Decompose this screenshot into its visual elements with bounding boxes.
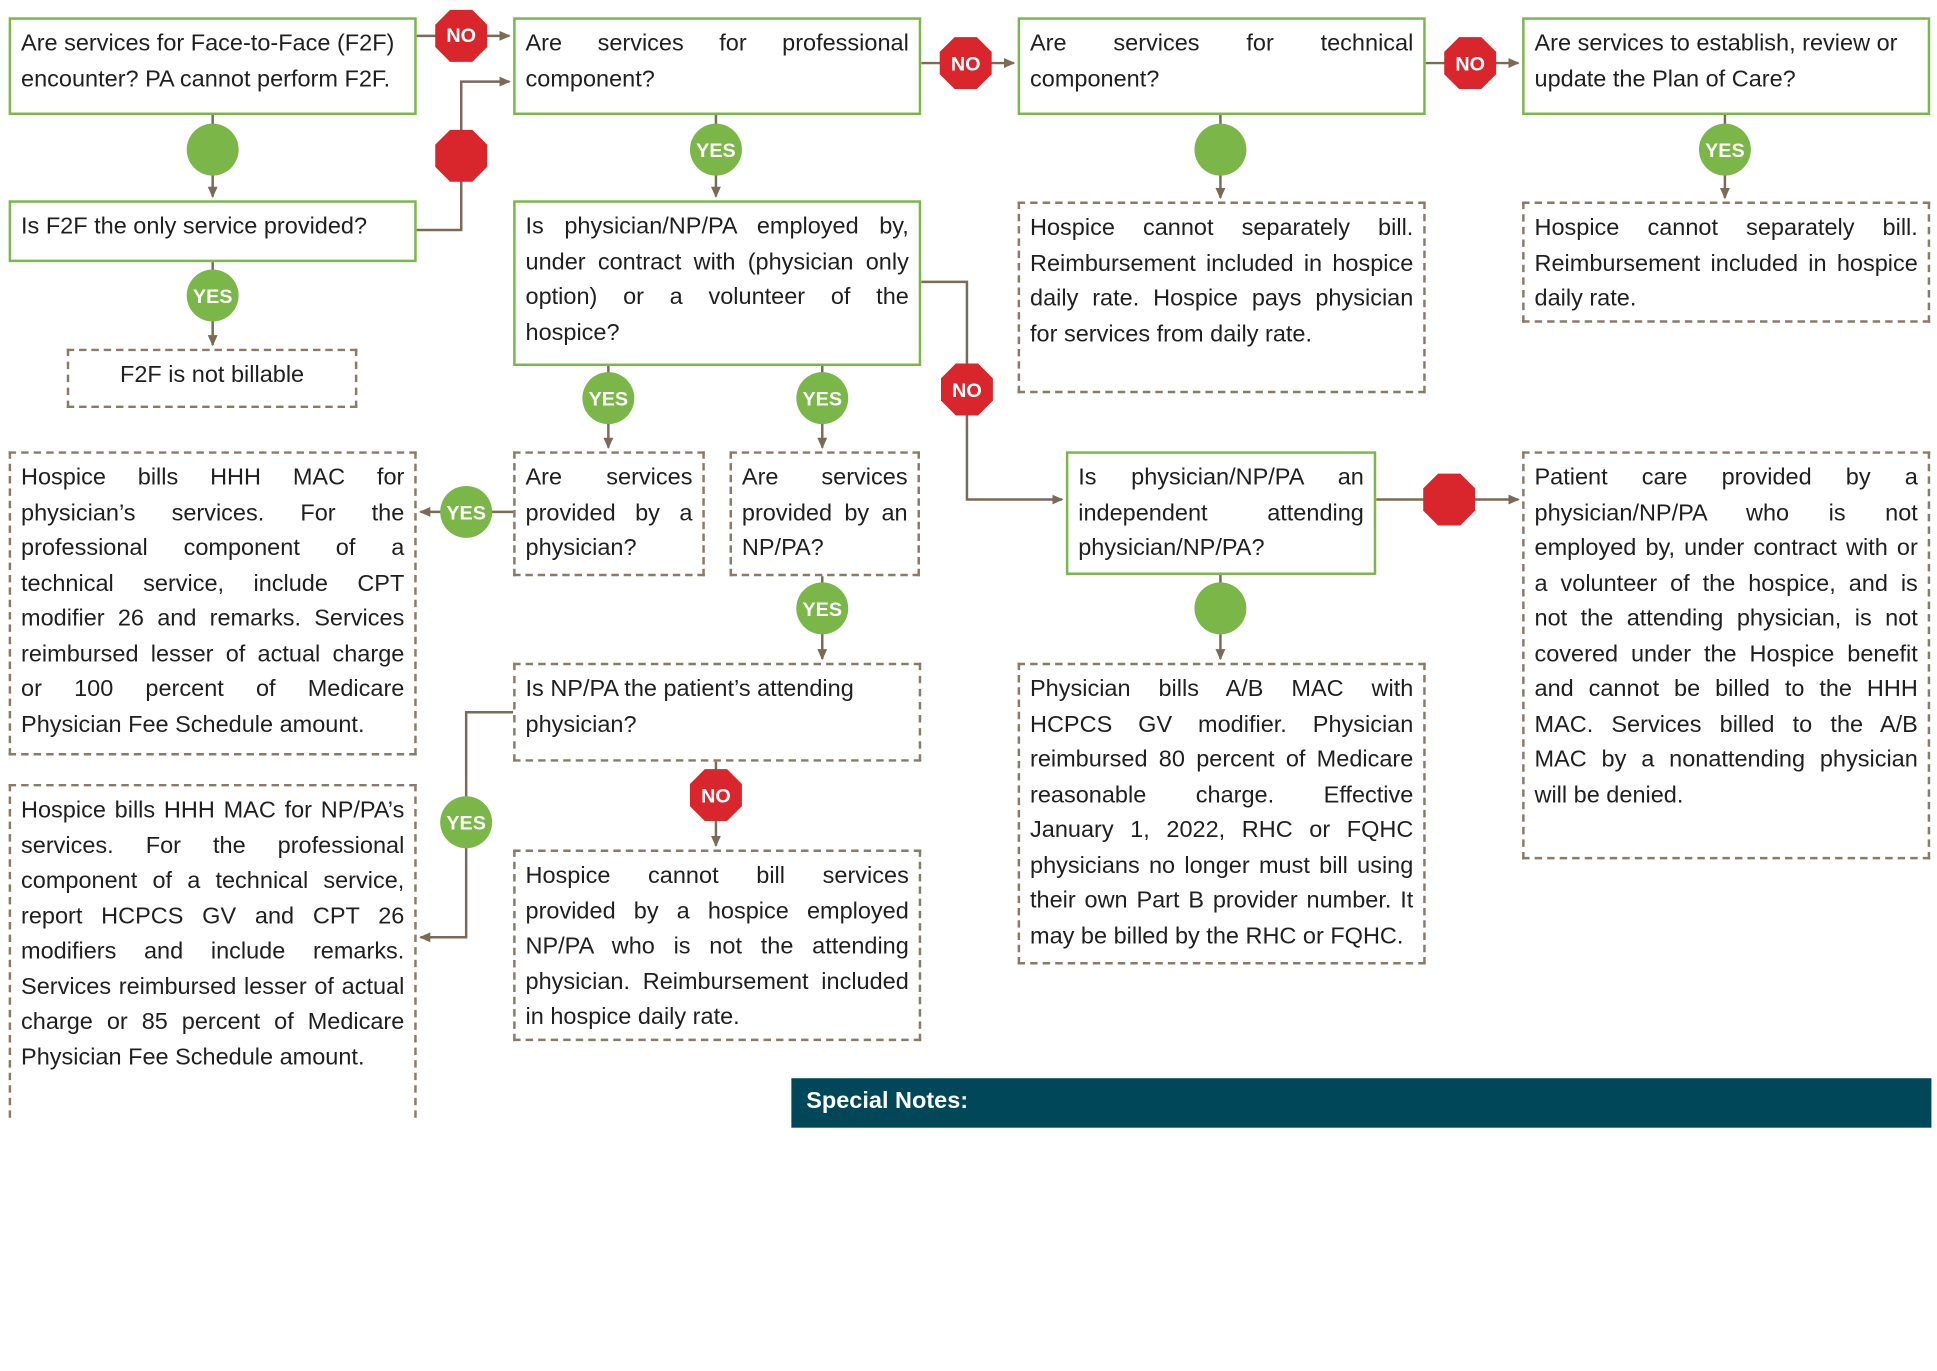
no-badge-tech: NO — [1444, 37, 1497, 90]
question-f2f: Are services for Face-to-Face (F2F) enco… — [8, 17, 417, 115]
decision-circle-f2f — [186, 123, 239, 176]
svg-text:YES: YES — [446, 502, 486, 524]
connector-layer: YES YES YES YES YES YES YES YES — [186, 9, 1751, 943]
result-technical-not-billable: Hospice cannot separately bill. Reimburs… — [1017, 201, 1426, 394]
yes-badge-f2f-only: YES — [186, 269, 239, 322]
yes-badge-prof: YES — [689, 123, 742, 176]
no-badge-f2f: NO — [435, 9, 488, 62]
question-technical-component: Are services for technical component? — [1017, 17, 1426, 115]
question-nppa-attending: Is NP/PA the patient’s attending physici… — [513, 662, 922, 762]
result-hospice-bills-nppa: Hospice bills HHH MAC for NP/PA’s servic… — [8, 783, 417, 1118]
question-provided-by-physician: Are services provided by a physician? — [513, 451, 705, 577]
result-hospice-bills-physician: Hospice bills HHH MAC for physician’s se… — [8, 451, 417, 756]
svg-text:NO: NO — [951, 53, 981, 75]
decision-circle-independent — [1194, 582, 1247, 635]
question-plan-of-care: Are services to establish, review or upd… — [1522, 17, 1931, 115]
result-ab-mac-bills: Physician bills A/B MAC with HCPCS GV mo… — [1017, 662, 1426, 965]
no-badge-prof: NO — [939, 37, 992, 90]
yes-badge-employed-physician: YES — [582, 372, 635, 425]
svg-text:NO: NO — [1455, 53, 1485, 75]
no-badge-employed: NO — [940, 363, 993, 416]
yes-badge-poc: YES — [1698, 123, 1751, 176]
no-badge-nppa-attending: NO — [689, 769, 742, 822]
svg-text:YES: YES — [802, 389, 842, 411]
question-professional-component: Are services for professional component? — [513, 17, 922, 115]
question-employed-by-hospice: Is physician/NP/PA employed by, under co… — [513, 200, 922, 367]
decision-circle-tech — [1194, 123, 1247, 176]
svg-text:YES: YES — [1705, 140, 1745, 162]
svg-text:NO: NO — [446, 25, 476, 47]
special-notes-header: Special Notes: — [791, 1078, 1932, 1128]
stop-sign-f2f-only — [435, 129, 488, 182]
svg-text:YES: YES — [589, 389, 629, 411]
yes-badge-nppa: YES — [796, 582, 849, 635]
question-provided-by-nppa: Are services provided by an NP/PA? — [729, 451, 920, 577]
yes-badge-physician: YES — [440, 485, 493, 538]
svg-text:YES: YES — [446, 813, 486, 835]
result-cannot-bill-nppa: Hospice cannot bill services provided by… — [513, 849, 922, 1042]
yes-badge-nppa-attending: YES — [440, 796, 493, 849]
question-f2f-only: Is F2F the only service provided? — [8, 200, 417, 263]
svg-text:NO: NO — [952, 380, 982, 402]
svg-text:YES: YES — [696, 140, 736, 162]
svg-text:NO: NO — [701, 785, 731, 807]
question-independent-attending: Is physician/NP/PA an independent attend… — [1065, 451, 1377, 575]
stop-sign-independent — [1423, 473, 1476, 526]
result-plan-of-care-not-billable: Hospice cannot separately bill. Reimburs… — [1522, 201, 1931, 323]
result-f2f-not-billable: F2F is not billable — [66, 348, 358, 409]
yes-badge-employed-nppa: YES — [796, 372, 849, 425]
result-not-covered: Patient care provided by a physician/NP/… — [1522, 451, 1931, 860]
svg-text:YES: YES — [193, 286, 233, 308]
svg-text:YES: YES — [802, 599, 842, 621]
